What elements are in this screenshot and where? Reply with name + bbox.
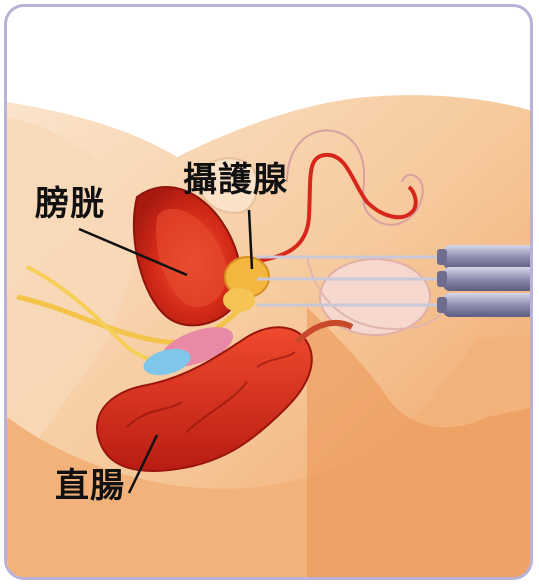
diagram-frame: 膀胱 攝護腺 直腸: [4, 4, 533, 580]
prostate-label: 攝護腺: [183, 163, 288, 197]
bladder-label: 膀胱: [35, 187, 105, 221]
prostate-lower: [223, 288, 255, 312]
rectum-label: 直腸: [55, 469, 125, 503]
